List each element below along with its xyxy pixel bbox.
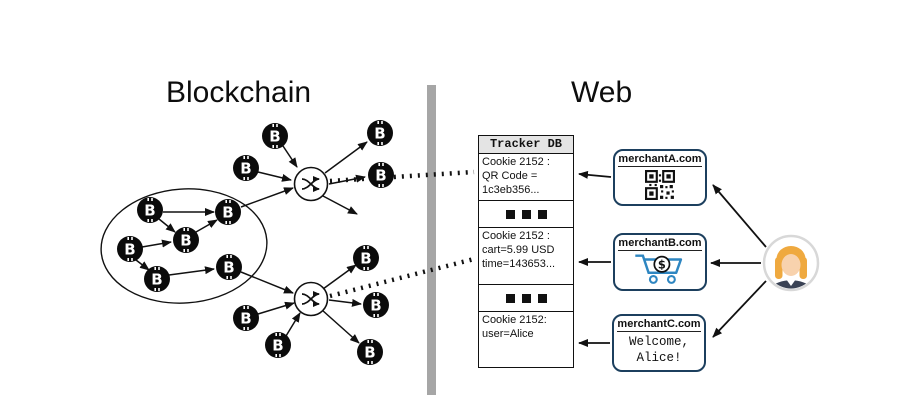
bitcoin-symbol: B (364, 344, 375, 362)
bitcoin-symbol: B (223, 259, 234, 277)
ellipsis-dot (505, 209, 515, 219)
transaction-edge (135, 259, 150, 271)
merchant-a-name: merchantA.com (618, 153, 702, 167)
tracker-line: Cookie 2152: (482, 314, 547, 326)
bitcoin-node: B (262, 123, 288, 149)
bitcoin-node: B (353, 245, 379, 271)
shopping-cart-icon: $ (635, 254, 683, 284)
bitcoin-symbol: B (222, 204, 233, 222)
bitcoin-symbol: B (124, 241, 135, 259)
ellipsis-row (479, 201, 573, 228)
shuffle-icon (301, 176, 320, 190)
bitcoin-node: B (117, 236, 143, 262)
bitcoin-node: B (368, 162, 394, 188)
bitcoin-node: B (265, 332, 291, 358)
bitcoin-node: B (137, 197, 163, 223)
tracker-row-user: Cookie 2152: user=Alice (479, 312, 573, 367)
tracker-line: 1c3eb356... (482, 183, 540, 196)
merchant-b-name: merchantB.com (618, 237, 702, 251)
transaction-edge (282, 145, 298, 168)
welcome-line: Alice! (636, 351, 682, 365)
avatar-figure (765, 246, 817, 289)
bitcoin-symbol: B (360, 250, 371, 268)
qr-code-icon (645, 169, 675, 200)
bitcoin-symbol: B (374, 125, 385, 143)
flow-arrow (578, 170, 612, 179)
blockchain-title: Blockchain (166, 76, 312, 109)
tracker-db-header: Tracker DB (479, 136, 573, 154)
mixer-node (293, 166, 329, 202)
bitcoin-symbol: B (375, 167, 386, 185)
transaction-edge (285, 312, 301, 337)
tracker-row-qr: Cookie 2152 : QR Code = 1c3eb356... (479, 154, 573, 201)
transaction-edge (168, 266, 215, 276)
ellipsis-dot (521, 209, 531, 219)
transaction-edge (141, 239, 172, 248)
ellipsis-row (479, 285, 573, 312)
dollar-symbol: $ (658, 258, 666, 272)
tracker-line: cart=5.99 USD (482, 243, 555, 256)
merchant-a-body (615, 167, 705, 202)
tracker-db-table: Tracker DB Cookie 2152 : QR Code = 1c3eb… (478, 135, 574, 368)
mixer-node (293, 281, 329, 317)
transaction-edge (328, 298, 362, 307)
ellipsis-dot (537, 293, 547, 303)
bitcoin-node: B (215, 199, 241, 225)
bitcoin-node: B (233, 305, 259, 331)
merchant-b-body: $ (615, 251, 705, 287)
tracker-line: user=Alice (482, 327, 534, 340)
flow-arrow (712, 280, 767, 338)
tracker-line: Cookie 2152 : (482, 230, 550, 242)
merchant-c-body: Welcome, Alice! (614, 332, 704, 368)
welcome-line: Welcome, (628, 334, 689, 349)
bitcoin-symbol: B (272, 337, 283, 355)
transaction-edge (240, 187, 294, 208)
tracker-link-dotted (329, 169, 475, 184)
tracker-line: time=143653... (482, 257, 556, 270)
ellipsis-dot (521, 293, 531, 303)
transaction-edge (257, 171, 292, 182)
merchant-b-card: merchantB.com $ (613, 233, 707, 291)
merchant-c-name: merchantC.com (617, 318, 701, 332)
merchant-a-card: merchantA.com (613, 149, 707, 206)
bitcoin-node: B (216, 254, 242, 280)
person-avatar (762, 234, 820, 292)
bitcoin-node: B (363, 292, 389, 318)
transaction-edge (257, 301, 295, 315)
transaction-edge (322, 264, 357, 290)
bitcoin-symbol: B (269, 128, 280, 146)
transaction-edge (321, 309, 360, 344)
bitcoin-node: B (367, 120, 393, 146)
tracker-line: QR Code = (482, 169, 538, 182)
transaction-edge (322, 195, 358, 215)
web-title: Web (571, 76, 633, 109)
transaction-edge (195, 219, 218, 233)
bitcoin-symbol: B (370, 297, 381, 315)
section-divider (427, 85, 436, 395)
ellipsis-dot (537, 209, 547, 219)
transaction-edge (324, 141, 368, 174)
tracker-line: Cookie 2152 : (482, 156, 550, 168)
bitcoin-symbol: B (240, 160, 251, 178)
transaction-edge (240, 271, 294, 294)
flow-arrow (712, 184, 767, 248)
tracker-row-cart: Cookie 2152 : cart=5.99 USD time=143653.… (479, 228, 573, 285)
shuffle-icon (301, 291, 320, 305)
ellipsis-dot (505, 293, 515, 303)
address-cluster-outline (100, 188, 268, 304)
bitcoin-symbol: B (180, 232, 191, 250)
bitcoin-symbol: B (144, 202, 155, 220)
bitcoin-node: B (233, 155, 259, 181)
merchant-c-card: merchantC.com Welcome, Alice! (612, 314, 706, 372)
bitcoin-symbol: B (240, 310, 251, 328)
transaction-edge (158, 218, 176, 233)
welcome-message: Welcome, Alice! (629, 334, 689, 367)
bitcoin-node: B (144, 266, 170, 292)
tracker-link-dotted (329, 256, 475, 299)
bitcoin-symbol: B (151, 271, 162, 289)
bitcoin-node: B (173, 227, 199, 253)
bitcoin-node: B (357, 339, 383, 365)
